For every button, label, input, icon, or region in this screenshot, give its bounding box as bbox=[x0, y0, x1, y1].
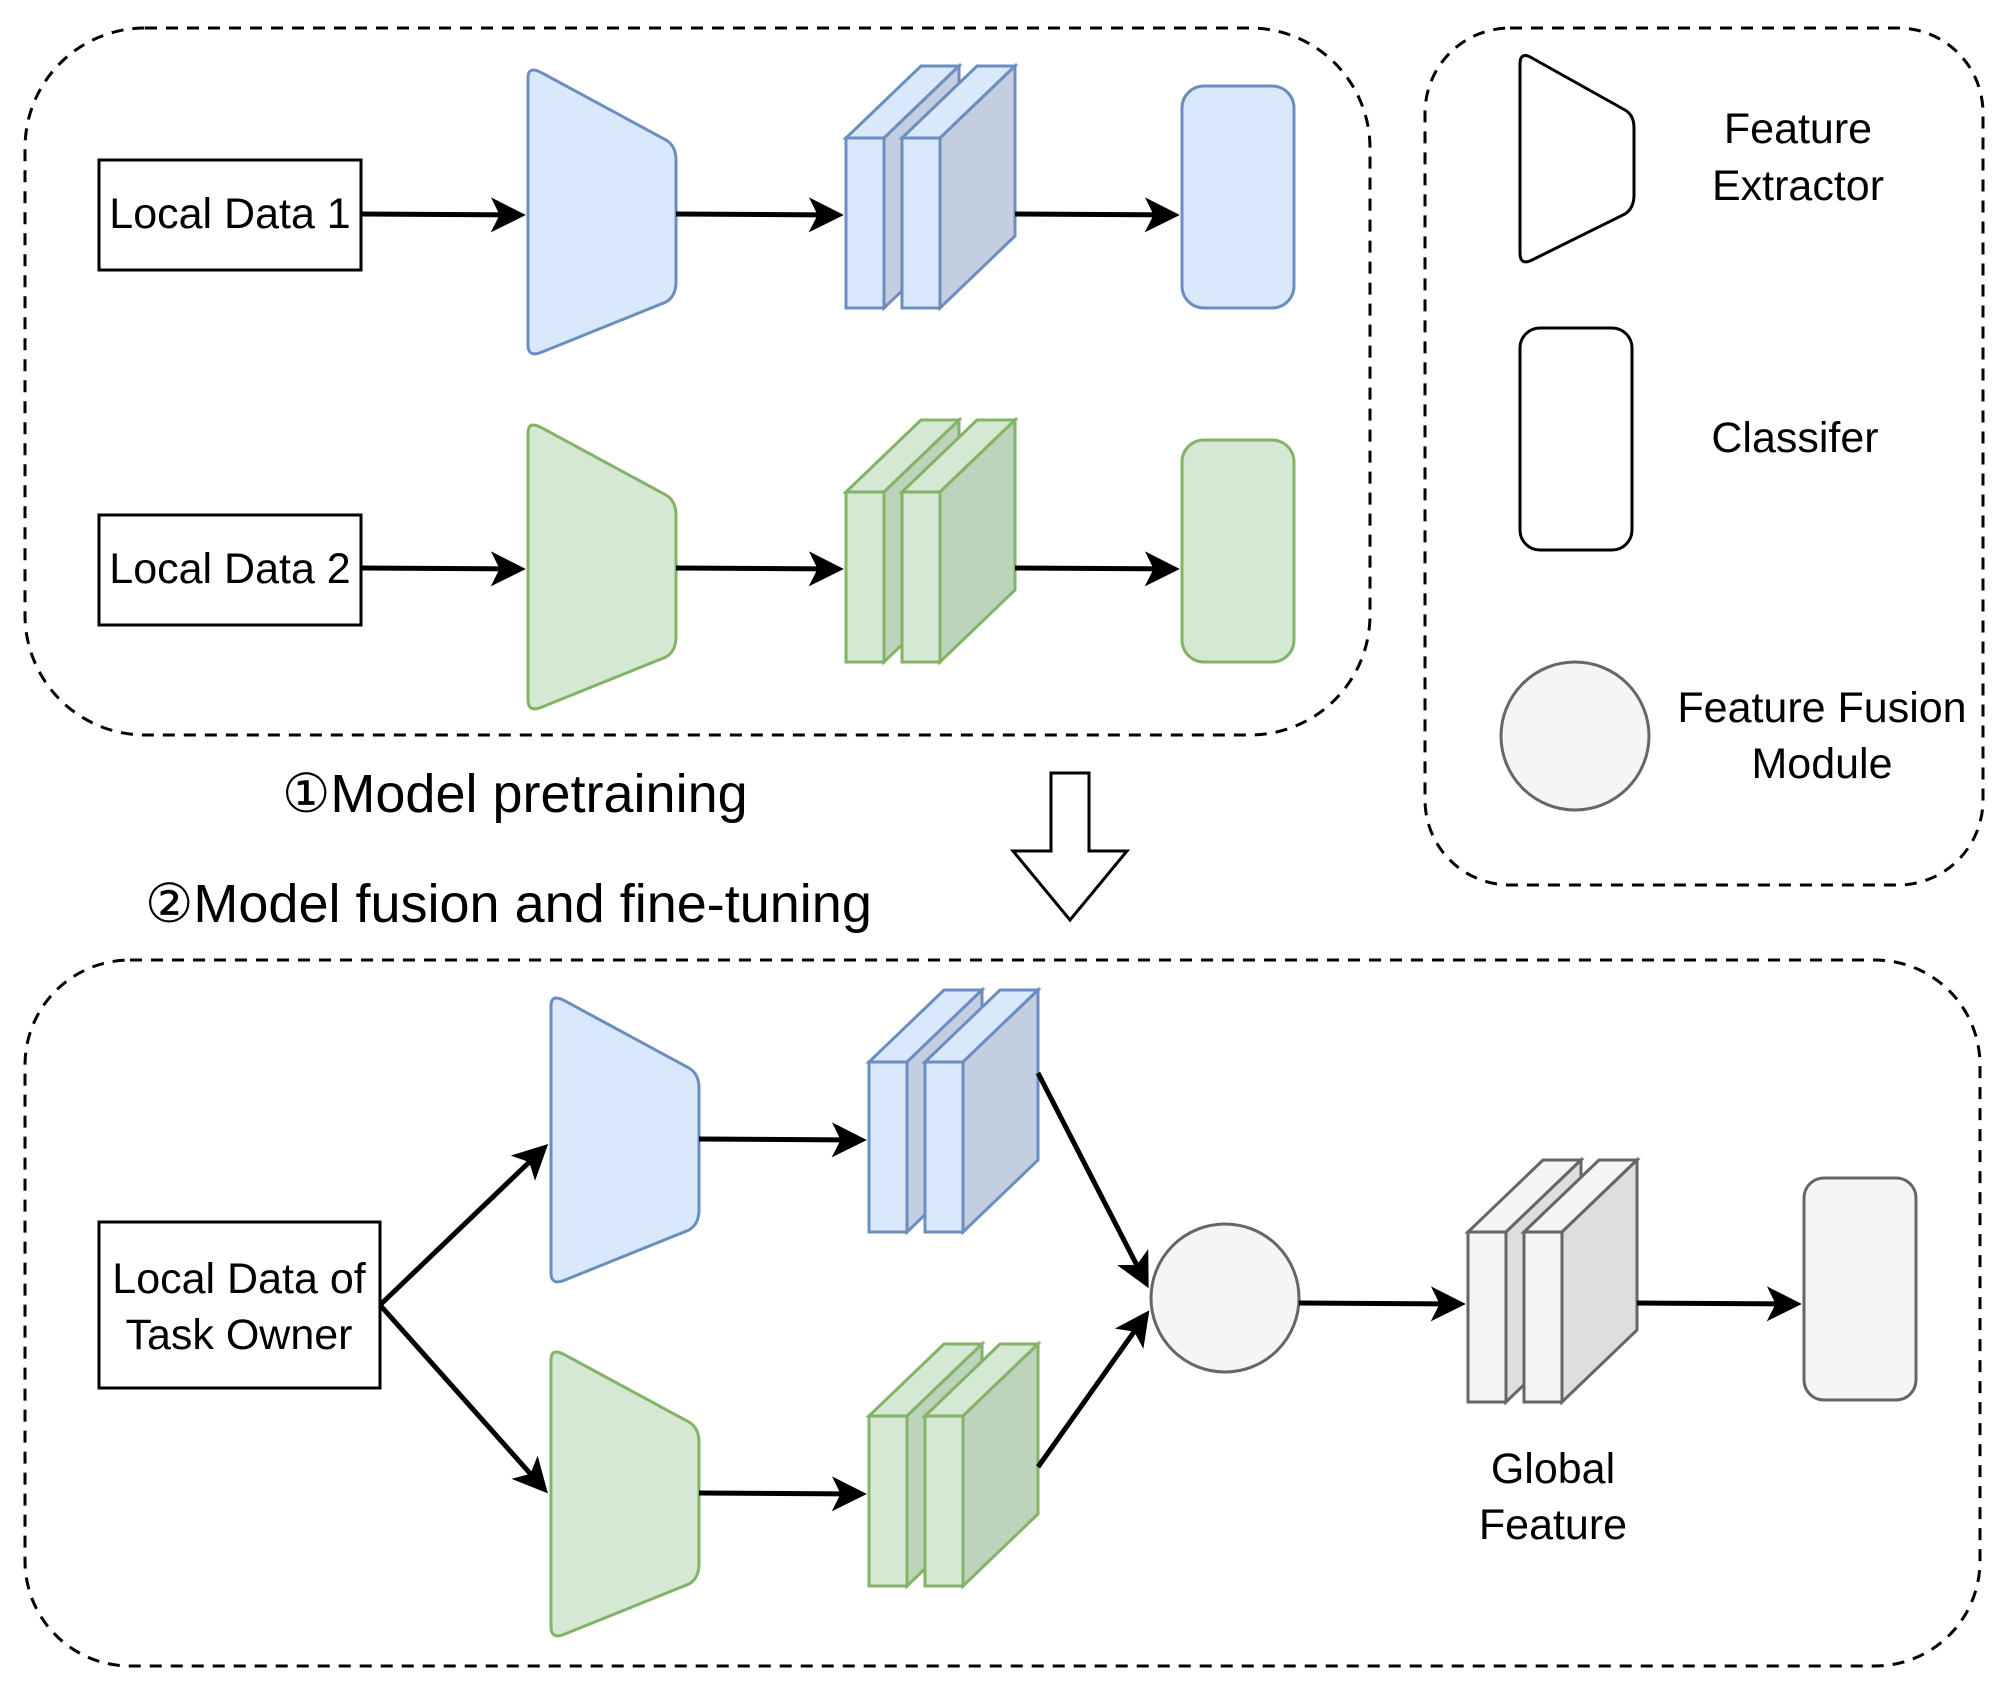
legend-classifier-icon bbox=[1518, 326, 1634, 552]
feature-block-green-1 bbox=[842, 416, 1019, 666]
legend-classifier-label: Classifer bbox=[1711, 414, 1878, 462]
feature-extractor-green-2 bbox=[549, 1350, 701, 1638]
local-data-1-box bbox=[97, 158, 363, 272]
feature-extractor-blue-2 bbox=[549, 996, 701, 1284]
arrow-extractor-to-block-green bbox=[698, 1476, 867, 1512]
legend-fusion-icon bbox=[1499, 660, 1651, 812]
arrow-block-to-classifier-1 bbox=[1014, 197, 1180, 233]
task-owner-data-label-line2: Task Owner bbox=[125, 1311, 352, 1359]
stage2-title: ②Model fusion and fine-tuning bbox=[145, 874, 872, 934]
legend-panel bbox=[1423, 26, 1985, 887]
legend-feature-extractor-label-line2: Extractor bbox=[1712, 162, 1884, 210]
arrow-block-blue-to-fusion bbox=[1035, 1071, 1149, 1289]
stage-transition-arrow bbox=[1009, 771, 1131, 923]
legend-feature-extractor-icon bbox=[1518, 54, 1636, 264]
feature-block-blue-1 bbox=[842, 62, 1019, 312]
legend-feature-extractor-label-line1: Feature bbox=[1724, 105, 1872, 153]
arrow-fusion-to-global-feature bbox=[1298, 1286, 1466, 1322]
legend-fusion-label-line1: Feature Fusion bbox=[1677, 684, 1966, 732]
arrow-data1-to-extractor bbox=[360, 197, 526, 233]
arrow-extractor-to-block-blue bbox=[698, 1122, 867, 1158]
local-data-1-label: Local Data 1 bbox=[109, 190, 350, 238]
global-feature-label-line2: Feature bbox=[1479, 1501, 1627, 1549]
legend-fusion-label-line2: Module bbox=[1751, 740, 1892, 788]
classifier-gray bbox=[1802, 1176, 1918, 1402]
stage1-title: ①Model pretraining bbox=[282, 764, 748, 824]
arrow-global-feature-to-classifier bbox=[1636, 1286, 1802, 1322]
fusion-finetuning-panel bbox=[23, 958, 1982, 1668]
arrow-extractor-to-block-2 bbox=[675, 551, 844, 587]
local-data-2-label: Local Data 2 bbox=[109, 545, 350, 593]
arrow-data-to-extractor-green bbox=[378, 1303, 548, 1494]
task-owner-data-label-line1: Local Data of bbox=[112, 1255, 366, 1303]
feature-extractor-green-1 bbox=[526, 423, 678, 711]
feature-block-green-2 bbox=[865, 1340, 1042, 1590]
task-owner-data-box bbox=[97, 1220, 382, 1390]
local-data-2-box bbox=[97, 513, 363, 627]
classifier-blue-1 bbox=[1180, 84, 1296, 310]
arrow-block-green-to-fusion bbox=[1035, 1310, 1150, 1469]
classifier-green-1 bbox=[1180, 438, 1296, 664]
arrow-extractor-to-block-1 bbox=[675, 197, 844, 233]
pretraining-panel bbox=[23, 26, 1372, 737]
feature-extractor-blue-1 bbox=[526, 68, 678, 356]
feature-block-blue-2 bbox=[865, 986, 1042, 1236]
global-feature-label-line1: Global bbox=[1491, 1445, 1615, 1493]
global-feature-block bbox=[1464, 1156, 1641, 1406]
feature-fusion-module bbox=[1149, 1222, 1301, 1374]
arrow-data2-to-extractor bbox=[360, 551, 526, 587]
arrow-data-to-extractor-blue bbox=[378, 1143, 549, 1307]
arrow-block-to-classifier-2 bbox=[1014, 551, 1180, 587]
